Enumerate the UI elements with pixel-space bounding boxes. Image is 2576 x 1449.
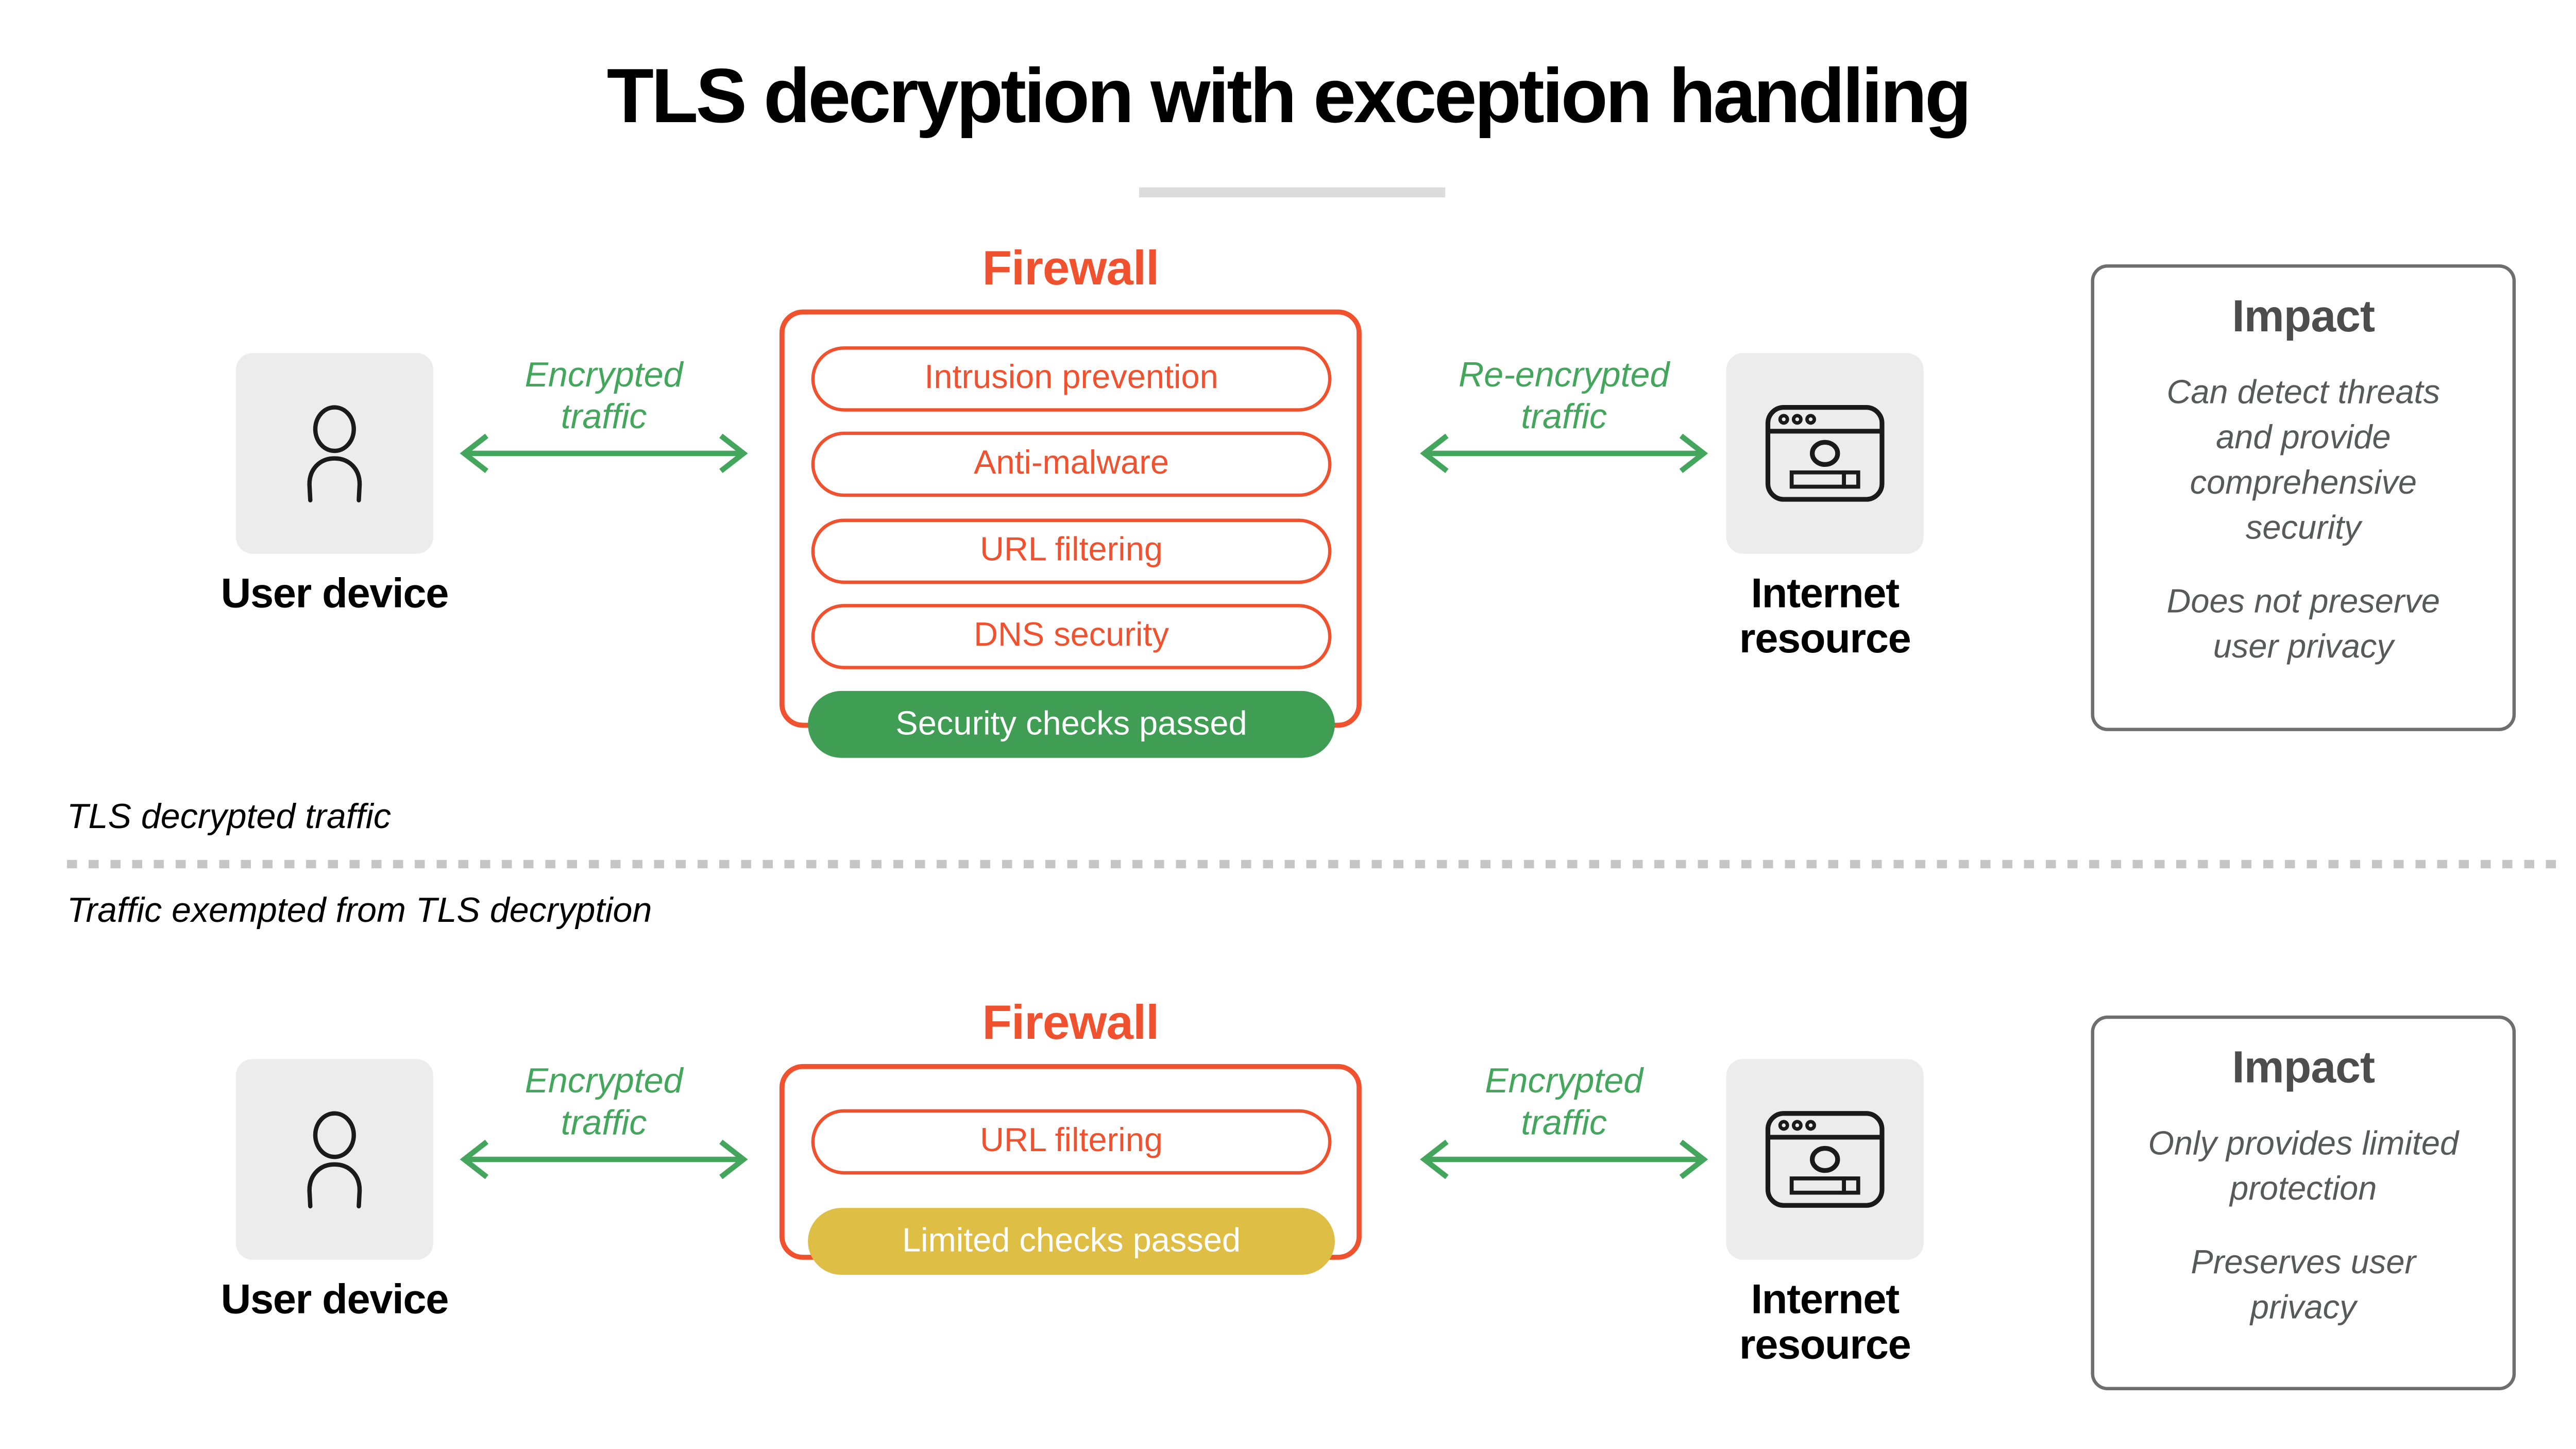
security-result-badge: Security checks passed — [808, 690, 1335, 758]
divider-label-bottom: Traffic exempted from TLS decryption — [66, 891, 652, 931]
impact-card: Impact Only provides limited protection … — [2091, 1015, 2516, 1391]
re-encrypted-traffic-arrow — [1420, 433, 1708, 474]
firewall-check-pill: DNS security — [811, 604, 1332, 669]
firewall-check-pill: URL filtering — [811, 518, 1332, 584]
impact-point: Only provides limited protection — [2148, 1126, 2459, 1208]
firewall-title: Firewall — [982, 997, 1160, 1051]
encrypted-traffic-arrow — [1420, 1139, 1708, 1180]
title-underline-divider — [1139, 187, 1446, 198]
firewall-check-pill: Anti-malware — [811, 431, 1332, 497]
user-device-card — [235, 353, 433, 554]
encrypted-traffic-arrow — [460, 433, 748, 474]
arrow-label: Re-encrypted traffic — [1459, 356, 1670, 437]
security-result-badge: Limited checks passed — [808, 1208, 1335, 1275]
impact-point: Does not preserve user privacy — [2166, 584, 2441, 666]
arrow-label: Encrypted traffic — [524, 356, 683, 437]
encrypted-traffic-arrow — [460, 1139, 748, 1180]
impact-point: Preserves user privacy — [2191, 1244, 2416, 1327]
browser-window-icon — [1765, 405, 1885, 502]
person-icon — [307, 405, 362, 502]
arrow-label: Encrypted traffic — [1485, 1062, 1643, 1143]
divider-label-top: TLS decrypted traffic — [66, 798, 391, 837]
browser-window-icon — [1765, 1111, 1885, 1208]
user-device-label: User device — [221, 570, 449, 618]
arrow-label: Encrypted traffic — [524, 1062, 683, 1143]
user-device-label: User device — [221, 1276, 449, 1324]
impact-card: Impact Can detect threats and provide co… — [2091, 264, 2516, 731]
page-title: TLS decryption with exception handling — [606, 52, 1972, 139]
person-icon — [307, 1111, 362, 1209]
user-device-card — [235, 1059, 433, 1260]
impact-title: Impact — [2232, 291, 2375, 342]
internet-resource-label: Internet resource — [1739, 1276, 1911, 1369]
internet-resource-card — [1726, 353, 1924, 554]
internet-resource-card — [1726, 1059, 1924, 1260]
firewall-check-pill: URL filtering — [811, 1109, 1332, 1175]
firewall-title: Firewall — [982, 242, 1160, 296]
impact-point: Can detect threats and provide comprehen… — [2166, 375, 2441, 547]
impact-title: Impact — [2232, 1042, 2375, 1093]
dotted-divider-line — [66, 860, 2563, 869]
internet-resource-label: Internet resource — [1739, 570, 1911, 663]
firewall-check-pill: Intrusion prevention — [811, 346, 1332, 412]
